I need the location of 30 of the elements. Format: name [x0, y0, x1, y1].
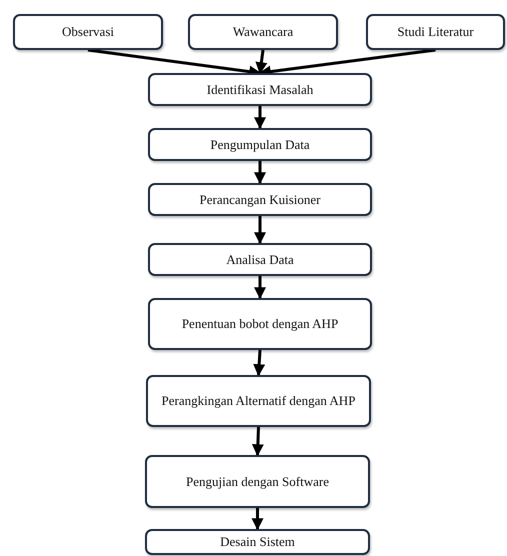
- process-box: [145, 529, 370, 555]
- box-label: Desain Sistem: [219, 534, 296, 550]
- arrow: [254, 276, 266, 300]
- arrow: [255, 50, 268, 74]
- process-box: [188, 14, 338, 50]
- arrow: [254, 216, 266, 244]
- box-label: Analisa Data: [225, 252, 295, 268]
- arrow: [252, 426, 264, 456]
- process-box: [148, 243, 372, 276]
- box-label: Pengujian dengan Software: [185, 474, 330, 490]
- process-box: [13, 14, 163, 50]
- arrow: [253, 350, 266, 376]
- process-box: [145, 455, 370, 508]
- box-label: Perangkingan Alternatif dengan AHP: [160, 393, 356, 409]
- box-label: Perancangan Kuisioner: [198, 192, 322, 208]
- box-label: Identifikasi Masalah: [206, 82, 314, 98]
- box-label: Pengumpulan Data: [209, 136, 311, 152]
- arrow: [254, 106, 266, 130]
- arrow: [254, 161, 266, 184]
- box-label: Observasi: [61, 24, 115, 40]
- process-box: [148, 183, 372, 216]
- box-label: Studi Literatur: [396, 24, 475, 40]
- box-label: Wawancara: [232, 24, 294, 40]
- process-box: [148, 128, 372, 161]
- arrow: [252, 508, 264, 530]
- box-label: Penentuan bobot dengan AHP: [180, 316, 340, 332]
- process-box: [366, 14, 505, 50]
- process-box: [148, 298, 372, 350]
- process-box: [146, 375, 371, 427]
- process-box: [148, 73, 372, 106]
